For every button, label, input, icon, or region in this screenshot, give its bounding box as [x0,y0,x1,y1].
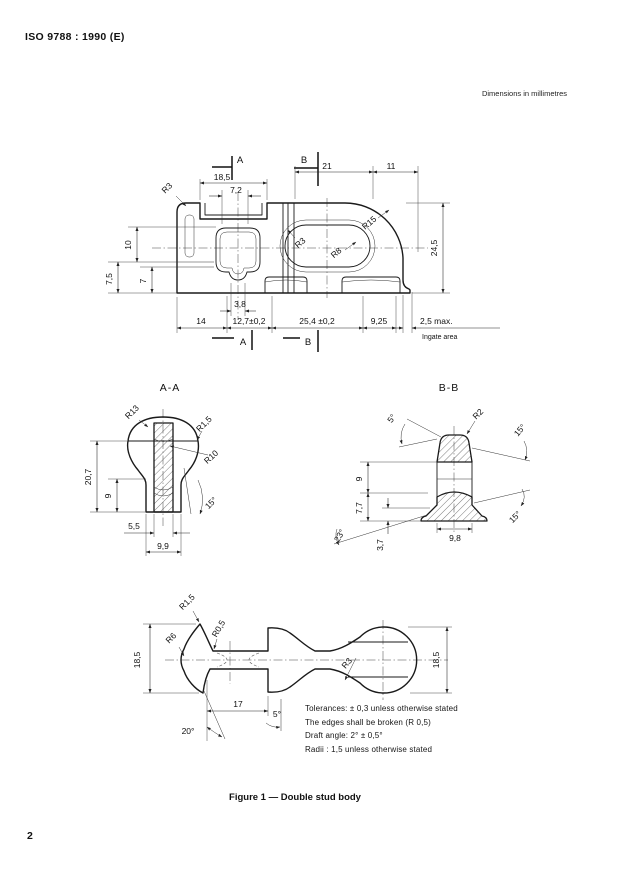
r8-label: R8 [329,245,344,260]
section-a-top-label: A [237,155,244,166]
section-b-top-label: B [301,155,307,166]
note-line-radii: Radii : 1,5 unless otherwise stated [305,744,433,754]
dim-9-8: 9,8 [449,533,461,543]
section-aa-view: A-A 20,7 9 R13 R1,5 R10 15° [83,382,220,556]
r3-bottom-label: R3 [339,655,354,670]
section-a-bottom-label: A [240,337,247,348]
main-view-dimensions: 18,5 7,2 21 11 24,5 10 7,5 7 [104,161,500,341]
page-number: 2 [27,830,33,842]
dim-5-5: 5,5 [128,521,140,531]
angle-15-bb-top: 15° [512,422,528,438]
note-line-tolerances: Tolerances: ± 0,3 unless otherwise state… [305,704,458,713]
main-view-centerlines [152,192,428,320]
dim-7-5: 7,5 [104,273,114,285]
r0-5-label: R0,5 [210,618,228,639]
r1-5-aa-label: R1,5 [194,414,214,434]
angle-5-bottom: 5° [273,709,281,719]
r1-5-bottom-label: R1,5 [177,592,197,612]
figure-caption: Figure 1 — Double stud body [229,792,361,803]
dim-21: 21 [322,161,332,171]
keyhole-cutout [215,227,261,281]
dim-14: 14 [196,316,206,326]
tolerance-notes: Tolerances: ± 0,3 unless otherwise state… [305,702,458,756]
main-view-body-outline [176,202,411,294]
r2-label: R2 [470,406,485,421]
dim-7-2: 7,2 [230,185,242,195]
main-view: A B A B 18,5 7,2 21 11 [104,152,500,352]
angle-5-bb: 5° [385,412,398,424]
aa-outline [126,416,200,513]
dim-18-5: 18,5 [214,172,231,182]
section-marks: A B A B [212,152,319,352]
dim-10: 10 [123,240,133,250]
dim-3-7: 3,7 [375,539,385,551]
dim-9-25: 9,25 [371,316,388,326]
ingate-area-label: Ingate area [422,334,458,341]
r3-corner-label: R3 [159,180,174,195]
oval-slot [284,224,371,268]
dim-11: 11 [387,161,396,171]
dim-25-4: 25,4 ±0,2 [299,316,335,326]
r10-label: R10 [202,448,220,466]
r15-label: R15 [360,214,379,232]
section-bb-dimensions: 9 7,7 3,7 9,8 5° R2 15° [332,406,531,551]
dim-20-7: 20,7 [83,468,93,485]
section-aa-dimensions: 20,7 9 R13 R1,5 R10 15° 5,5 9,9 [83,403,220,556]
dim-24-5: 24,5 [429,239,439,256]
angle-23: 23° [332,527,347,543]
note-line-draft-angle: Draft angle: 2° ± 0,5° [305,731,383,740]
page-title: ISO 9788 : 1990 (E) [25,31,125,43]
bb-bottom-lug [420,491,488,522]
r6-label: R6 [163,630,178,645]
bottom-view-centerlines [165,620,448,700]
dim-7: 7 [138,278,148,283]
note-line-edges: The edges shall be broken (R 0,5) [305,717,431,727]
section-bb-view: B-B 9 7,7 3,7 9,8 5° [332,382,531,551]
dim-12-7: 12,7±0,2 [232,316,265,326]
bottom-view-outline [180,623,418,694]
angle-15-bb-bottom: 15° [507,509,523,525]
dim-18-5-right: 18,5 [431,651,441,668]
aa-hatched-core [153,422,174,513]
main-view-details [177,203,401,293]
section-b-bottom-label: B [305,337,311,348]
section-bb-title: B-B [439,382,460,394]
dim-9-aa: 9 [103,493,113,498]
bb-top-lug [436,434,473,463]
angle-20: 20° [182,726,195,736]
dim-9-bb: 9 [354,476,364,481]
dim-9-9: 9,9 [157,541,169,551]
dim-7-7: 7,7 [354,502,364,514]
section-aa-title: A-A [160,382,181,394]
dim-3-8: 3,8 [234,299,246,309]
dim-2-5-max: 2,5 max. [420,316,453,326]
r13-label: R13 [123,403,141,421]
dim-17: 17 [233,699,243,709]
angle-15-aa: 15° [203,495,219,511]
dimensions-note: Dimensions in millimetres [481,89,567,98]
dim-18-5-left: 18,5 [132,651,142,668]
